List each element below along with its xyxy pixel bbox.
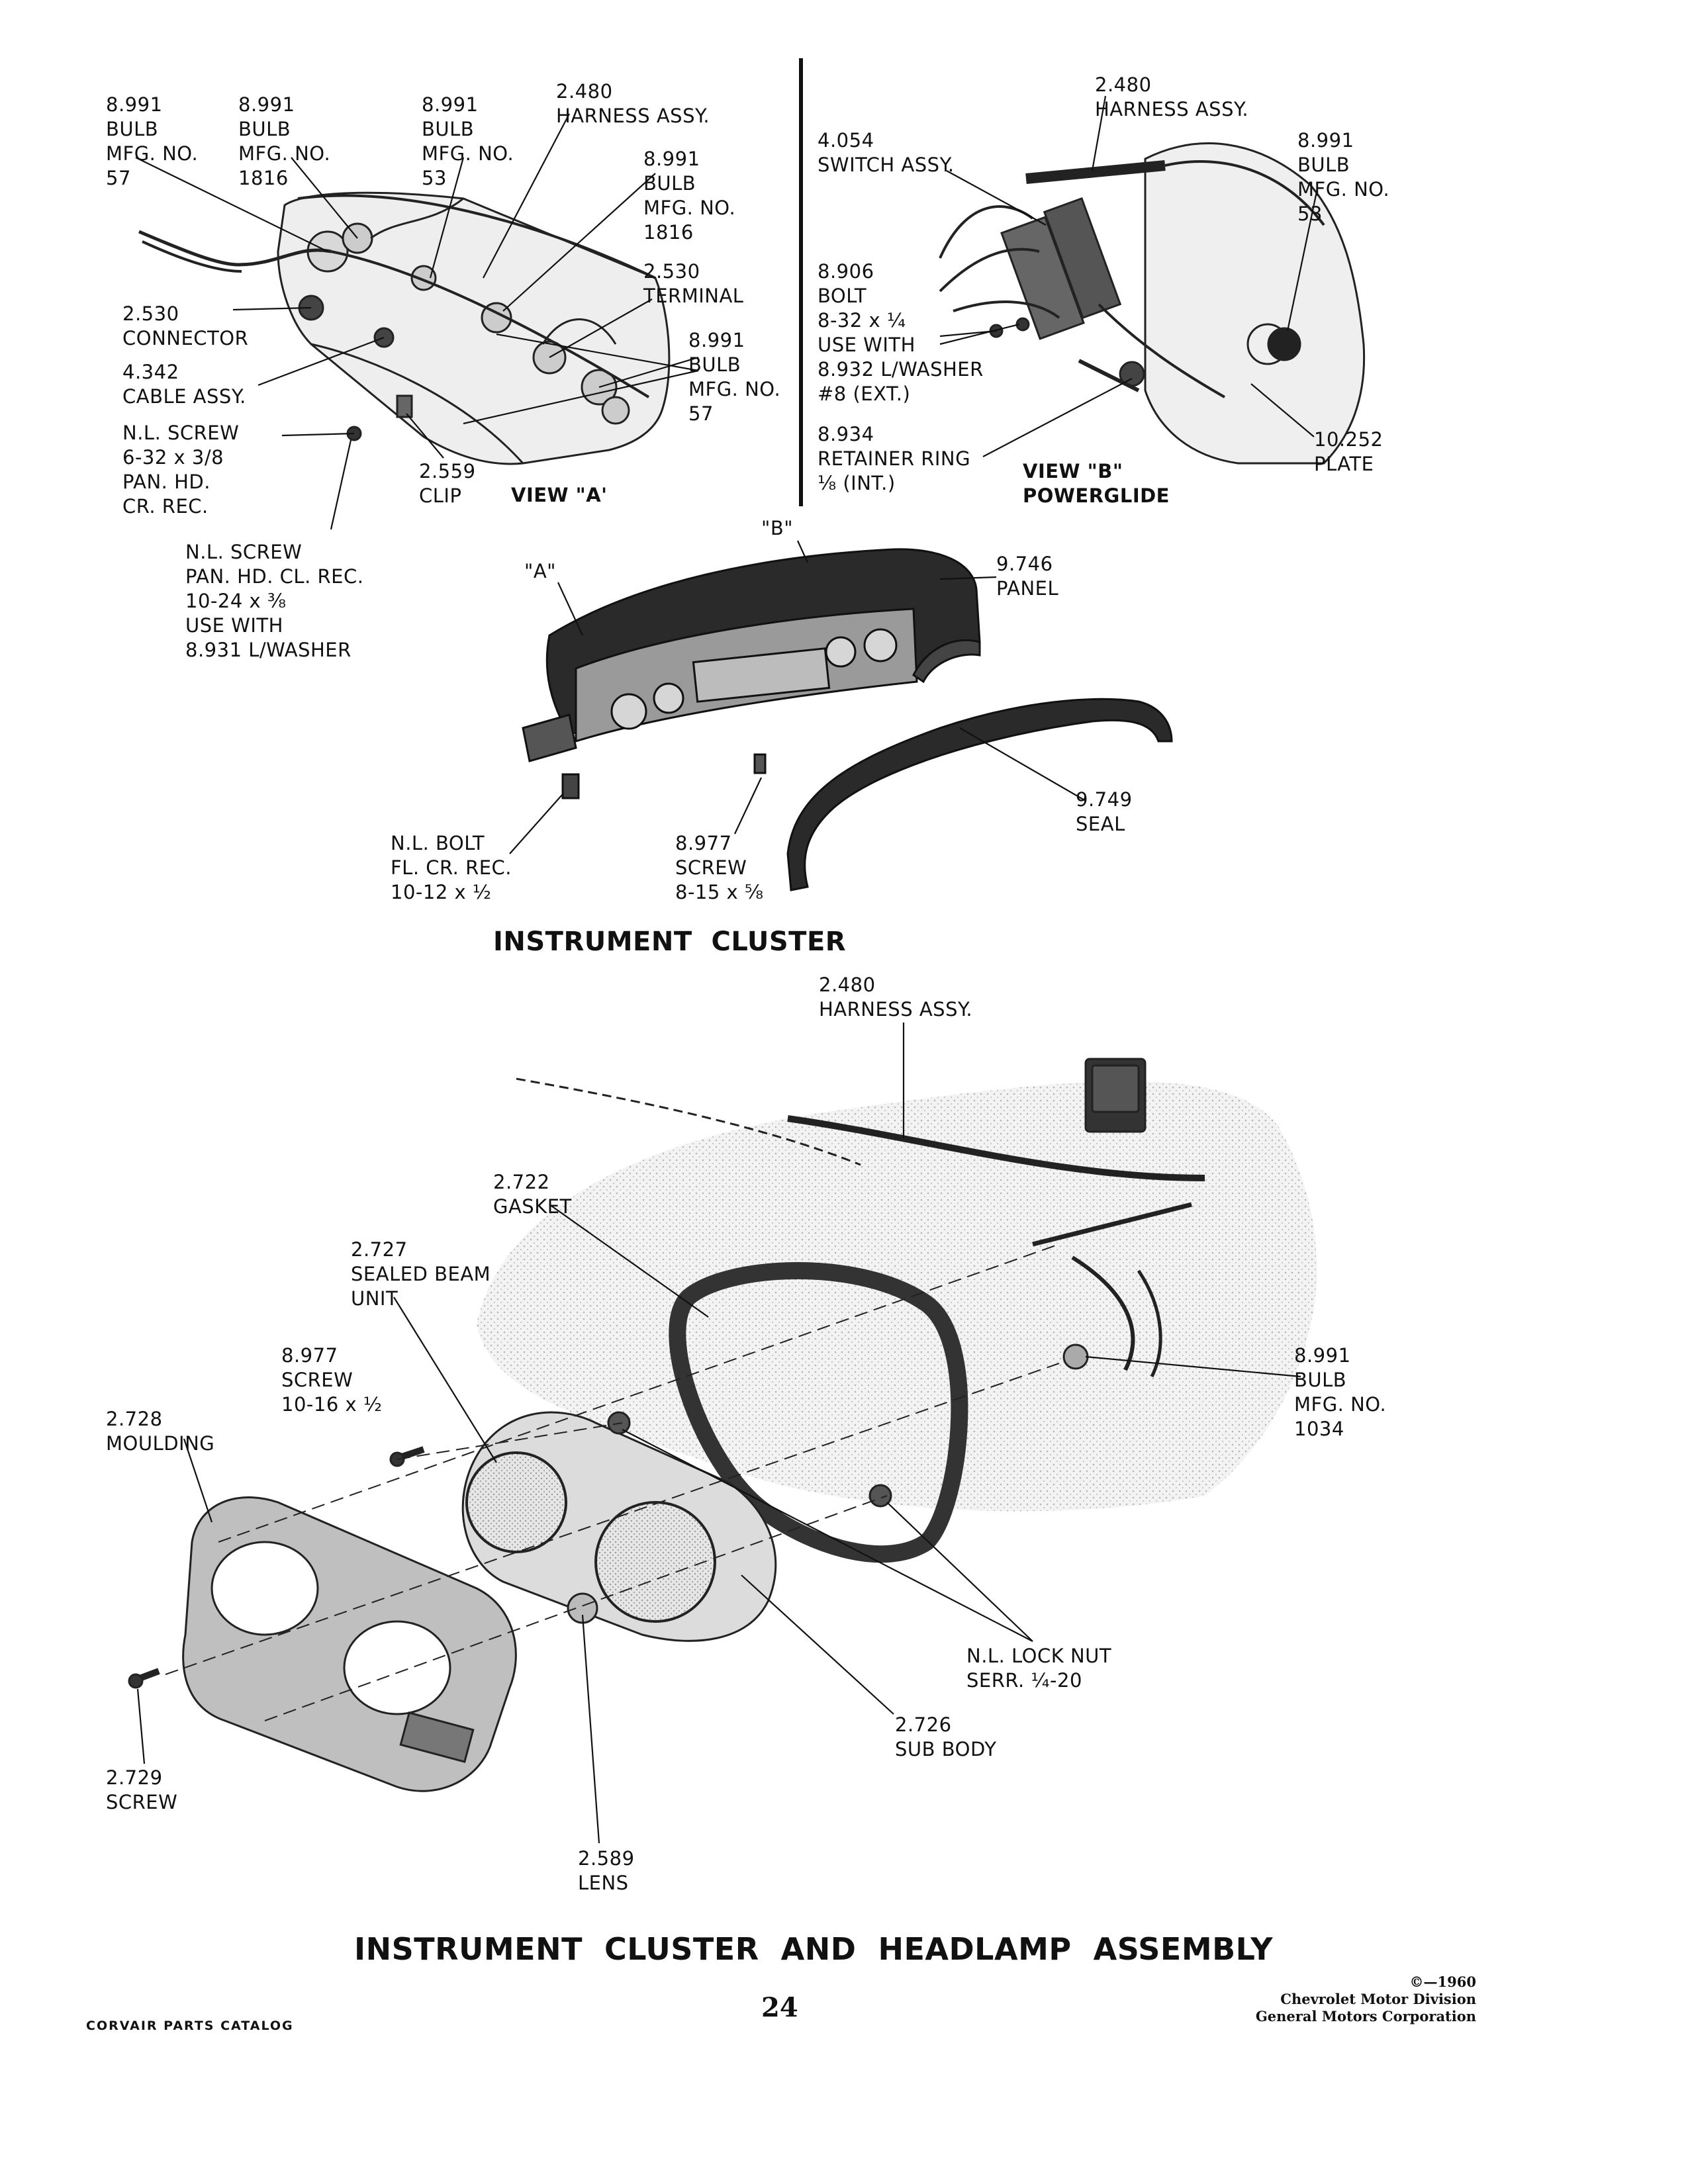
page-number: 24 <box>761 1992 798 2023</box>
headlamp-harness-label: 2.480 HARNESS ASSY. <box>819 974 973 1021</box>
headlamp-bulb-label: 8.991 BULB MFG. NO. 1034 <box>1294 1344 1387 1440</box>
page-main-title: INSTRUMENT CLUSTER AND HEADLAMP ASSEMBLY <box>354 1931 1274 1967</box>
view-a-bulb-53-label: 8.991 BULB MFG. NO. 53 <box>422 93 514 189</box>
view-a-title: VIEW "A' <box>511 484 608 506</box>
catalog-name: CORVAIR PARTS CATALOG <box>86 2019 294 2033</box>
headlamp-moulding-label: 2.728 MOULDING <box>106 1408 215 1455</box>
cluster-screw-label: 8.977 SCREW 8-15 x ⅝ <box>675 832 764 903</box>
view-a-cable-label: 4.342 CABLE ASSY. <box>122 361 246 408</box>
view-a-bulb-57b-label: 8.991 BULB MFG. NO. 57 <box>688 329 781 425</box>
cluster-marker-a: "A" <box>524 560 557 582</box>
headlamp-lens-label: 2.589 LENS <box>578 1847 635 1894</box>
headlamp-subbody-label: 2.726 SUB BODY <box>895 1713 997 1760</box>
instrument-cluster-drawing <box>522 548 1173 891</box>
view-a-nl-screw-label: N.L. SCREW 6-32 x 3/8 PAN. HD. CR. REC. <box>122 422 240 518</box>
view-b-bolt-label: 8.906 BOLT 8-32 x ¼ USE WITH 8.932 L/WAS… <box>818 260 984 405</box>
view-b-switch-label: 4.054 SWITCH ASSY. <box>818 129 955 176</box>
view-b-retainer-label: 8.934 RETAINER RING ⅛ (INT.) <box>818 423 971 494</box>
view-a-terminal-label: 2.530 TERMINAL <box>643 260 744 307</box>
cluster-nl-screw-label: N.L. SCREW PAN. HD. CL. REC. 10-24 x ⅜ U… <box>185 541 364 661</box>
view-a-connector-label: 2.530 CONNECTOR <box>122 302 249 349</box>
view-b-harness-label: 2.480 HARNESS ASSY. <box>1095 73 1249 120</box>
view-b-title: VIEW "B" POWERGLIDE <box>1023 460 1170 507</box>
headlamp-sealed-beam-label: 2.727 SEALED BEAM UNIT <box>351 1238 491 1310</box>
view-a-bulb-1816-label: 8.991 BULB MFG. NO. 1816 <box>238 93 331 189</box>
view-b-plate-label: 10.252 PLATE <box>1314 428 1383 475</box>
view-a-drawing <box>138 191 671 465</box>
headlamp-screw-label: 8.977 SCREW 10-16 x ½ <box>281 1344 383 1416</box>
view-a-leaders <box>135 113 699 459</box>
view-a-clip-label: 2.559 CLIP <box>419 460 476 507</box>
headlamp-gasket-label: 2.722 GASKET <box>493 1171 572 1218</box>
headlamp-locknut-label: N.L. LOCK NUT SERR. ¼-20 <box>966 1645 1112 1692</box>
view-a-harness-label: 2.480 HARNESS ASSY. <box>556 80 710 127</box>
cluster-marker-b: "B" <box>761 517 794 539</box>
cluster-nl-bolt-label: N.L. BOLT FL. CR. REC. 10-12 x ½ <box>391 832 512 903</box>
instrument-cluster-heading: INSTRUMENT CLUSTER <box>493 927 847 957</box>
cluster-panel-label: 9.746 PANEL <box>996 553 1059 600</box>
cluster-seal-label: 9.749 SEAL <box>1076 788 1133 835</box>
view-b-bulb-53-label: 8.991 BULB MFG. NO. 53 <box>1297 129 1390 225</box>
view-a-bulb-1816b-label: 8.991 BULB MFG. NO. 1816 <box>643 148 736 244</box>
copyright-notice: ©—1960 Chevrolet Motor Division General … <box>1255 1974 1476 2025</box>
headlamp-leaders <box>136 1023 1301 1844</box>
view-b-leaders <box>939 95 1319 457</box>
headlamp-drawing <box>128 1058 1317 1792</box>
headlamp-screw2-label: 2.729 SCREW <box>106 1766 178 1813</box>
instrument-cluster-leaders <box>330 439 1086 854</box>
view-a-bulb-57-label: 8.991 BULB MFG. NO. 57 <box>106 93 199 189</box>
